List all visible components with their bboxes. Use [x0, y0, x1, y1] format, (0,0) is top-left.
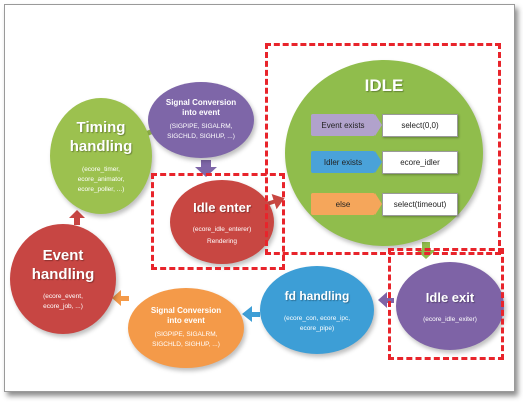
- idle-exit-detail: (ecore_idle_exiter): [423, 315, 477, 323]
- idle-enter-highlight: [151, 173, 285, 270]
- idle-enter-title: Idle enter: [193, 199, 251, 215]
- row-arrow-event: [375, 114, 382, 136]
- idle-enter-node: Idle enter (ecore_idle_enterer) Renderin…: [170, 180, 274, 264]
- signal-conversion-top-node: Signal Conversion into event (SIGPIPE, S…: [148, 82, 254, 158]
- idle-exit-title: Idle exit: [425, 289, 475, 305]
- idle-highlight: [265, 43, 501, 255]
- fd-handling-title: fd handling: [284, 288, 350, 303]
- event-handling-title: Event handling: [31, 247, 95, 283]
- timing-handling-title: Timing handling: [69, 118, 133, 155]
- signal-conversion-bottom-title: Signal Conversion into event: [150, 306, 222, 325]
- idle-row-else-condition: else: [311, 193, 375, 215]
- idle-enter-detail: (ecore_idle_enterer): [192, 225, 252, 233]
- arrow-signal-to-idle-enter: [195, 160, 217, 177]
- signal-conversion-top-detail: (SIGPIPE, SIGALRM, SIGCHLD, SIGHUP, ...): [167, 123, 235, 140]
- arrow-event-to-timing: [69, 210, 85, 225]
- signal-conversion-bottom-node: Signal Conversion into event (SIGPIPE, S…: [128, 288, 244, 368]
- fd-handling-detail: (ecore_con, ecore_ipc, ecore_pipe): [283, 314, 351, 332]
- row-arrow-else: [375, 193, 382, 215]
- event-handling-node: Event handling (ecore_event, ecore_job, …: [10, 224, 116, 334]
- arrow-idle-enter-to-idle: [266, 194, 285, 210]
- idle-row-event-action: select(0,0): [382, 114, 458, 137]
- row-arrow-idler: [375, 151, 382, 173]
- idle-enter-extra: Rendering: [207, 237, 237, 245]
- idle-exit-node: Idle exit (ecore_idle_exiter): [396, 262, 504, 350]
- fd-handling-node: fd handling (ecore_con, ecore_ipc, ecore…: [260, 266, 374, 354]
- event-handling-detail: (ecore_event, ecore_job, ...): [43, 293, 83, 310]
- signal-conversion-bottom-detail: (SIGPIPE, SIGALRM, SIGCHLD, SIGHUP, ...): [152, 331, 220, 348]
- idle-row-idler-condition: Idler exists: [311, 151, 375, 173]
- signal-conversion-top-title: Signal Conversion into event: [165, 98, 237, 117]
- timing-handling-node: Timing handling (ecore_timer, ecore_anim…: [50, 98, 152, 214]
- arrow-signal-to-event: [112, 290, 129, 306]
- idle-row-else-action: select(timeout): [382, 193, 458, 216]
- idle-title: IDLE: [364, 76, 404, 95]
- idle-exit-highlight: [388, 248, 504, 360]
- idle-row-idler-action: ecore_idler: [382, 151, 458, 174]
- timing-handling-detail: (ecore_timer, ecore_animator, ecore_poll…: [77, 165, 125, 193]
- arrow-fd-to-signal: [242, 306, 260, 322]
- arrow-idle-exit-to-fd: [378, 292, 394, 308]
- idle-row-event-condition: Event exists: [311, 114, 375, 136]
